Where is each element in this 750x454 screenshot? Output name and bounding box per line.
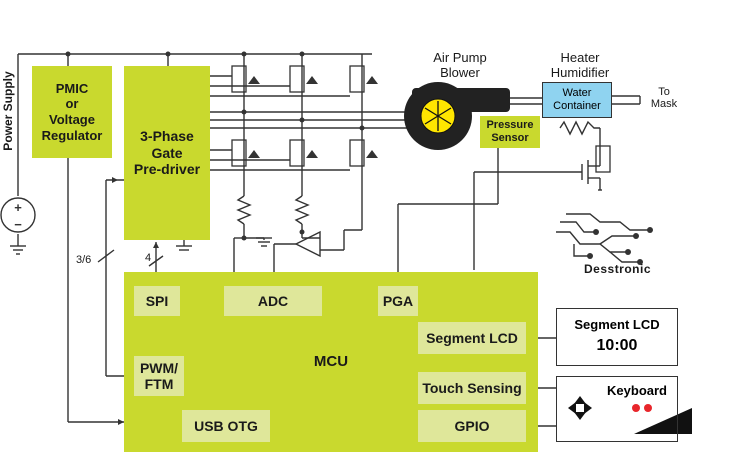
segment-lcd-display: Segment LCD 10:00 [556,308,678,366]
pressure-sensor-block: Pressure Sensor [480,116,540,148]
gate-predriver-block: 3-Phase Gate Pre-driver [124,66,210,240]
to-mask-label: To Mask [650,86,678,110]
touch-sensing-module: Touch Sensing [418,372,526,404]
gpio-module: GPIO [418,410,526,442]
adc-module: ADC [224,286,322,316]
bus-width-label: 3/6 [76,254,92,266]
svg-text:+: + [14,200,22,215]
spi-module: SPI [134,286,180,316]
power-supply-label: Power Supply [1,71,15,151]
lcd-title: Segment LCD [574,317,660,332]
svg-text:−: − [14,217,22,232]
segment-lcd-module: Segment LCD [418,322,526,354]
usb-otg-module: USB OTG [182,410,270,442]
keyboard-label: Keyboard [607,383,667,398]
water-container: Water Container [542,82,612,118]
mcu-label: MCU [313,353,349,370]
pga-module: PGA [378,286,418,316]
lcd-value: 10:00 [596,337,638,354]
spi-bus-label: 4 [145,252,152,264]
pmic-block: PMIC or Voltage Regulator [32,66,112,158]
keyboard-panel: Keyboard [556,376,678,442]
heater-label: Heater Humidifier [550,50,610,80]
desstronic-logo: Desstronic [584,262,652,276]
air-pump-label: Air Pump Blower [433,50,487,80]
pwm-ftm-module: PWM/ FTM [134,356,184,396]
